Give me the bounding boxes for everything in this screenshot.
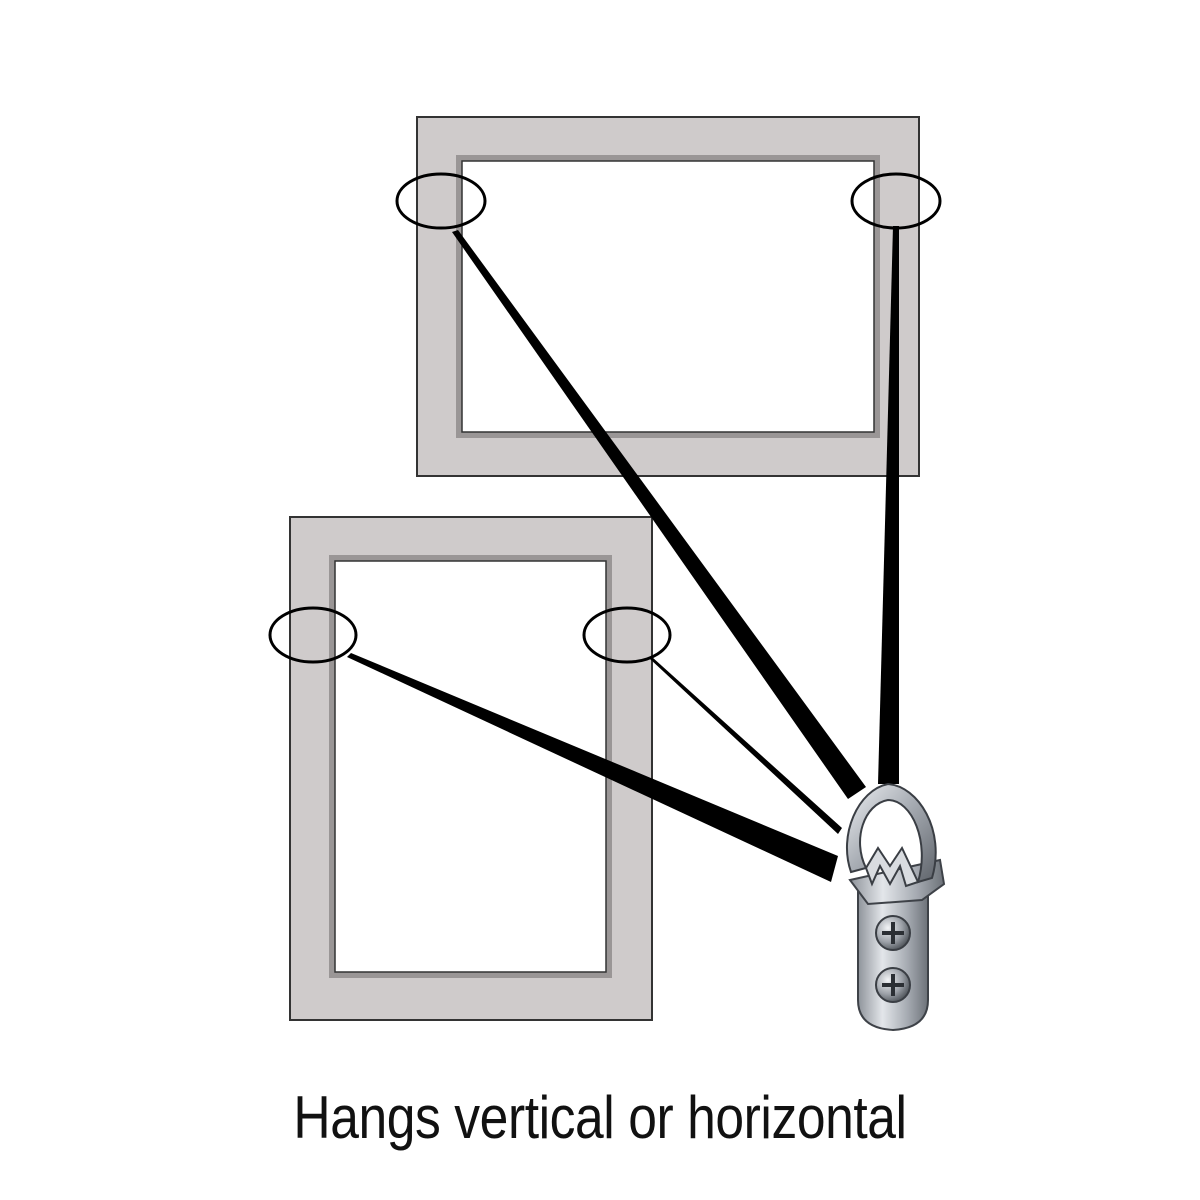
hanger-ring	[846, 782, 937, 884]
wire-horizontal-left	[452, 230, 866, 799]
screw-icon	[875, 967, 911, 1003]
marker-horizontal-left	[395, 172, 487, 230]
hanging-wires	[347, 226, 899, 882]
marker-vertical-right	[582, 606, 672, 664]
wire-vertical-left	[347, 653, 838, 882]
wire-horizontal-right	[878, 226, 899, 784]
frame-opening	[461, 160, 875, 433]
wire-vertical-right	[650, 657, 842, 834]
marker-vertical-left	[268, 606, 358, 664]
caption: Hangs vertical or horizontal	[293, 1084, 907, 1151]
hanger-ring-clip	[864, 845, 920, 888]
marker-horizontal-right	[850, 172, 942, 230]
screw-icon	[875, 915, 911, 951]
horizontal-frame	[416, 116, 920, 477]
frame-opening	[334, 560, 607, 973]
d-ring-hanger-icon	[846, 782, 946, 1032]
attachment-markers	[268, 172, 942, 664]
